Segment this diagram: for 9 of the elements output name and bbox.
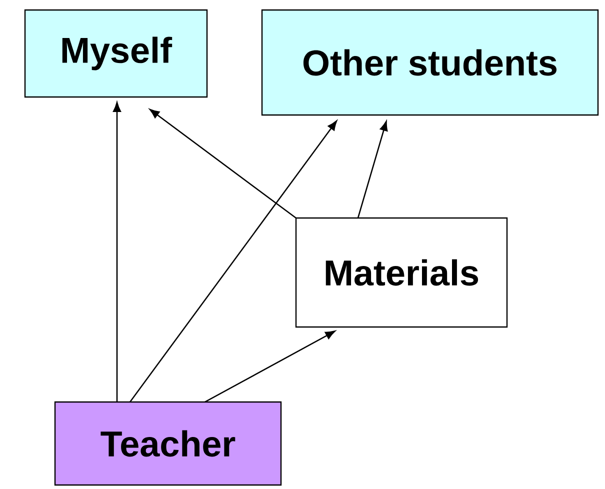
box: Materials bbox=[295, 217, 508, 328]
arrow bbox=[129, 120, 338, 402]
arrow bbox=[150, 108, 296, 219]
arrow bbox=[112, 102, 122, 402]
arrow bbox=[357, 120, 388, 218]
box: Teacher bbox=[54, 401, 282, 486]
box: Myself bbox=[24, 9, 208, 98]
arrow bbox=[204, 330, 336, 403]
box: Other students bbox=[261, 9, 599, 116]
